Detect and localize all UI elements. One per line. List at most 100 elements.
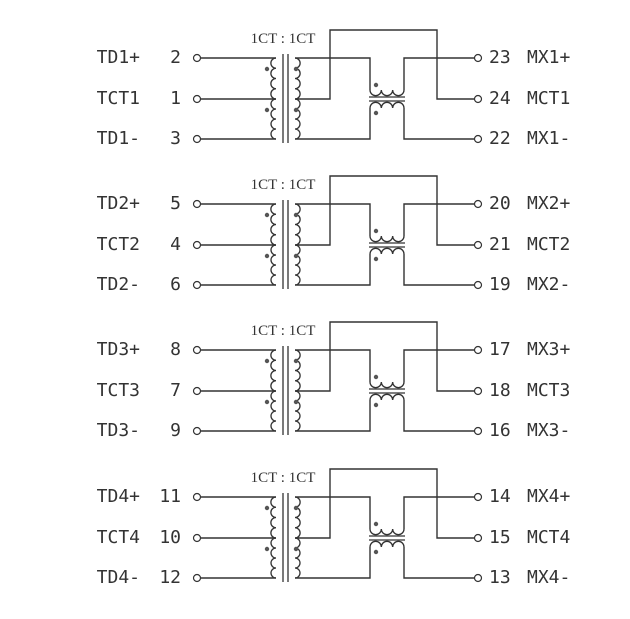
polarity-dot xyxy=(373,402,379,408)
right-signal-label: MCT3 xyxy=(527,380,570,401)
secondary-bottom-wire xyxy=(295,400,371,432)
choke-winding-top xyxy=(369,89,405,97)
right-pin-number: 15 xyxy=(489,527,511,548)
right-pin-terminal xyxy=(473,53,483,63)
left-pin-number: 2 xyxy=(170,47,181,68)
right-signal-label: MX2- xyxy=(527,274,570,295)
left-pin-number: 11 xyxy=(159,486,181,507)
turns-ratio-label: 1CT : 1CT xyxy=(251,470,316,486)
left-pin-number: 6 xyxy=(170,274,181,295)
polarity-dot xyxy=(373,228,379,234)
polarity-dot xyxy=(293,253,299,259)
left-pin-number: 1 xyxy=(170,88,181,109)
polarity-dot xyxy=(264,358,270,364)
secondary-winding-bottom xyxy=(294,390,301,432)
left-signal-label: TD2+ xyxy=(97,193,141,214)
left-pin-number: 7 xyxy=(170,380,181,401)
left-pin-terminal xyxy=(192,345,202,355)
secondary-winding-top xyxy=(294,496,301,539)
choke-bottom-output-wire xyxy=(403,547,474,579)
primary-winding-top xyxy=(270,349,277,392)
polarity-dot xyxy=(293,212,299,218)
right-signal-label: MX4- xyxy=(527,567,570,588)
choke-winding-bottom xyxy=(369,247,405,255)
secondary-winding-top xyxy=(294,349,301,392)
polarity-dot xyxy=(373,521,379,527)
choke-winding-top xyxy=(369,528,405,536)
polarity-dot xyxy=(293,505,299,511)
choke-top-output-wire xyxy=(403,57,474,90)
right-pin-terminal xyxy=(473,134,483,144)
choke-bottom-output-wire xyxy=(403,254,474,286)
right-signal-label: MX3+ xyxy=(527,339,571,360)
right-signal-label: MX4+ xyxy=(527,486,571,507)
polarity-dot xyxy=(293,358,299,364)
right-pin-terminal xyxy=(473,240,483,250)
center-tap-wire xyxy=(295,468,474,539)
right-pin-terminal xyxy=(473,492,483,502)
choke-winding-bottom xyxy=(369,101,405,109)
left-signal-label: TD4+ xyxy=(97,486,141,507)
polarity-dot xyxy=(264,66,270,72)
right-pin-terminal xyxy=(473,345,483,355)
right-signal-label: MX1+ xyxy=(527,47,571,68)
right-pin-terminal xyxy=(473,199,483,209)
right-pin-terminal xyxy=(473,280,483,290)
secondary-winding-bottom xyxy=(294,244,301,286)
left-pin-number: 10 xyxy=(159,527,181,548)
secondary-winding-top xyxy=(294,57,301,100)
left-pin-terminal xyxy=(192,94,202,104)
polarity-dot xyxy=(293,66,299,72)
polarity-dot xyxy=(264,505,270,511)
turns-ratio-label: 1CT : 1CT xyxy=(251,177,316,193)
polarity-dot xyxy=(373,549,379,555)
left-pin-number: 12 xyxy=(159,567,181,588)
choke-winding-bottom xyxy=(369,393,405,401)
center-tap-wire xyxy=(295,175,474,246)
left-pin-terminal xyxy=(192,573,202,583)
right-pin-number: 22 xyxy=(489,128,511,149)
center-tap-wire xyxy=(295,321,474,392)
left-pin-terminal xyxy=(192,386,202,396)
left-pin-number: 8 xyxy=(170,339,181,360)
right-pin-terminal xyxy=(473,533,483,543)
right-pin-terminal xyxy=(473,386,483,396)
left-pin-terminal xyxy=(192,492,202,502)
secondary-top-wire xyxy=(295,349,371,382)
left-signal-label: TD3+ xyxy=(97,339,141,360)
right-signal-label: MX1- xyxy=(527,128,570,149)
right-pin-number: 23 xyxy=(489,47,511,68)
left-pin-terminal xyxy=(192,199,202,209)
choke-top-output-wire xyxy=(403,496,474,529)
right-pin-number: 13 xyxy=(489,567,511,588)
right-pin-number: 20 xyxy=(489,193,511,214)
left-signal-label: TCT1 xyxy=(97,88,140,109)
right-signal-label: MCT2 xyxy=(527,234,570,255)
secondary-top-wire xyxy=(295,203,371,236)
polarity-dot xyxy=(264,212,270,218)
left-signal-label: TD1+ xyxy=(97,47,141,68)
primary-winding-bottom xyxy=(270,390,277,432)
secondary-bottom-wire xyxy=(295,254,371,286)
left-signal-label: TD4- xyxy=(97,567,140,588)
left-signal-label: TD2- xyxy=(97,274,140,295)
secondary-bottom-wire xyxy=(295,108,371,140)
right-pin-terminal xyxy=(473,573,483,583)
turns-ratio-label: 1CT : 1CT xyxy=(251,323,316,339)
secondary-bottom-wire xyxy=(295,547,371,579)
choke-top-output-wire xyxy=(403,203,474,236)
right-pin-number: 19 xyxy=(489,274,511,295)
choke-top-output-wire xyxy=(403,349,474,382)
left-pin-terminal xyxy=(192,533,202,543)
choke-bottom-output-wire xyxy=(403,108,474,140)
right-pin-number: 17 xyxy=(489,339,511,360)
right-pin-number: 21 xyxy=(489,234,511,255)
left-signal-label: TD1- xyxy=(97,128,140,149)
left-pin-terminal xyxy=(192,53,202,63)
secondary-winding-bottom xyxy=(294,98,301,140)
polarity-dot xyxy=(264,253,270,259)
